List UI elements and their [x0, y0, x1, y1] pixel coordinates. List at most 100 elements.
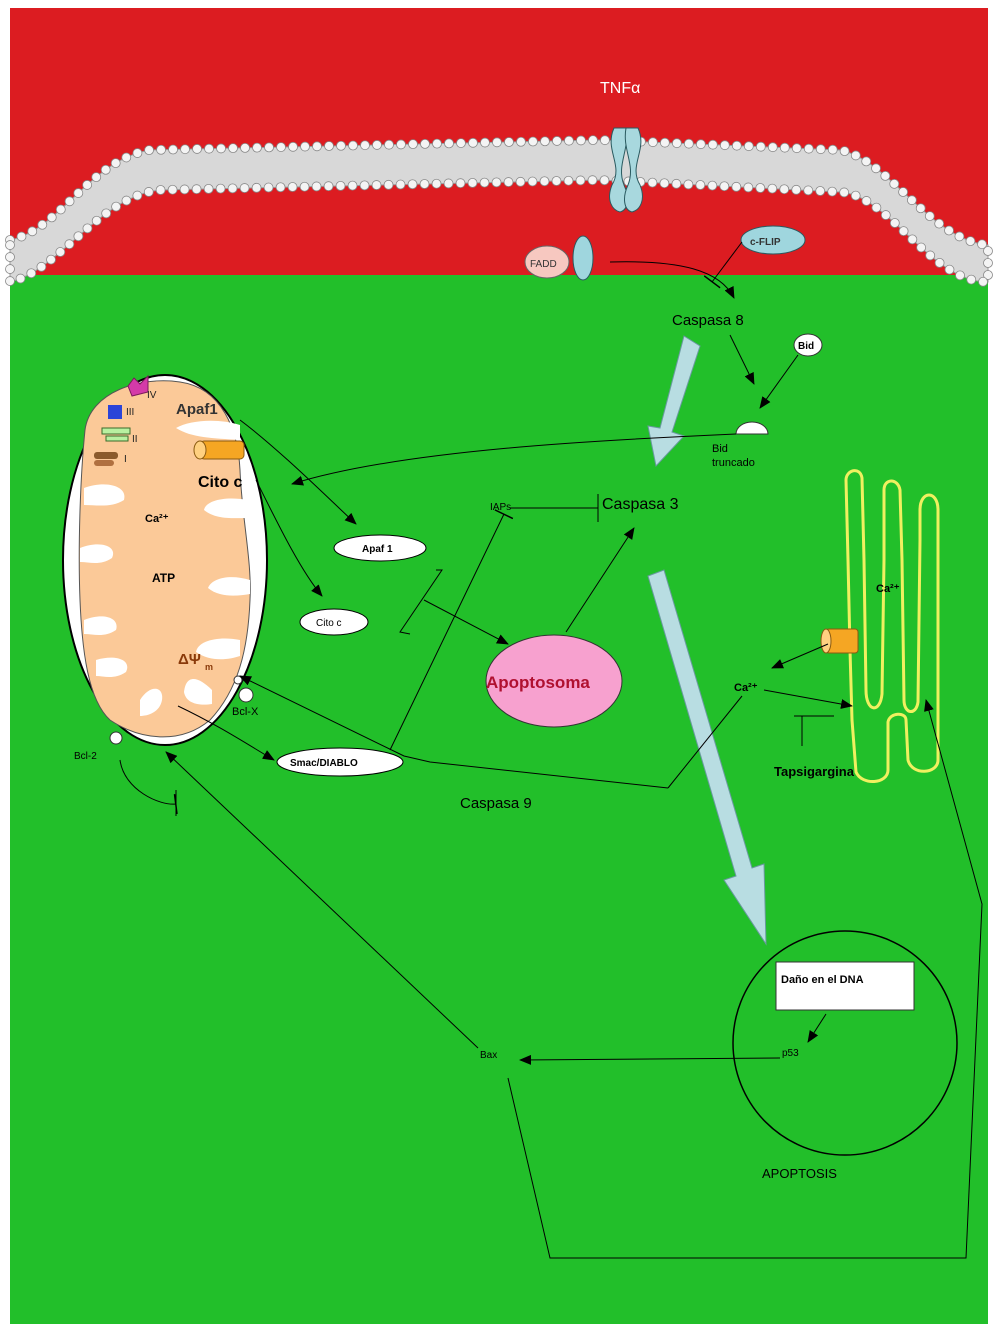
- lipid-head: [588, 176, 597, 185]
- lipid-head: [780, 185, 789, 194]
- complex-i-icon: [94, 452, 118, 459]
- lipid-head: [360, 181, 369, 190]
- lipid-head: [840, 147, 849, 156]
- lipid-head: [17, 232, 26, 241]
- lipid-head: [792, 185, 801, 194]
- lipid-head: [265, 143, 274, 152]
- delta-psi-label: ΔΨ: [178, 651, 201, 668]
- lipid-head: [955, 232, 964, 241]
- lipid-head: [92, 173, 101, 182]
- lipid-head: [229, 144, 238, 153]
- complex-i-label: I: [124, 454, 127, 465]
- lipid-head: [156, 185, 165, 194]
- lipid-head: [756, 184, 765, 193]
- lipid-head: [83, 180, 92, 189]
- lipid-head: [313, 142, 322, 151]
- lipid-head: [926, 251, 935, 260]
- lipid-head: [648, 138, 657, 147]
- lipid-head: [372, 140, 381, 149]
- lipid-head: [6, 277, 15, 286]
- lipid-head: [672, 139, 681, 148]
- lipid-head: [881, 211, 890, 220]
- lipid-head: [288, 182, 297, 191]
- lipid-head: [908, 235, 917, 244]
- lipid-head: [65, 197, 74, 206]
- lipid-head: [696, 140, 705, 149]
- lipid-head: [925, 212, 934, 221]
- ca-mito-label: Ca²⁺: [145, 513, 169, 525]
- lipid-head: [828, 145, 837, 154]
- caspasa-3-label: Caspasa 3: [602, 496, 679, 513]
- lipid-head: [979, 277, 988, 286]
- lipid-head: [348, 181, 357, 190]
- lipid-head: [672, 179, 681, 188]
- bid-label: Bid: [798, 341, 814, 352]
- lipid-head: [102, 209, 111, 218]
- complex-iii-label: III: [126, 407, 134, 418]
- lipid-head: [504, 138, 513, 147]
- lipid-head: [516, 137, 525, 146]
- lipid-head: [890, 179, 899, 188]
- bid-truncado-label-1: Bid: [712, 443, 728, 455]
- atp-label: ATP: [152, 571, 175, 585]
- fadd-label: FADD: [530, 259, 557, 270]
- lipid-head: [192, 185, 201, 194]
- lipid-head: [47, 255, 56, 264]
- lipid-head: [169, 145, 178, 154]
- mito-channel-end-icon: [194, 441, 206, 459]
- lipid-head: [56, 248, 65, 257]
- lipid-head: [600, 136, 609, 145]
- lipid-head: [899, 227, 908, 236]
- lipid-head: [47, 213, 56, 222]
- lipid-head: [253, 143, 262, 152]
- lipid-head: [862, 196, 871, 205]
- lipid-head: [907, 196, 916, 205]
- lipid-head: [945, 265, 954, 274]
- lipid-head: [871, 164, 880, 173]
- lipid-head: [540, 177, 549, 186]
- lipid-head: [564, 136, 573, 145]
- complex-iii-icon: [108, 405, 122, 419]
- lipid-head: [228, 184, 237, 193]
- lipid-head: [101, 165, 110, 174]
- lipid-head: [276, 183, 285, 192]
- lipid-head: [890, 218, 899, 227]
- lipid-head: [37, 262, 46, 271]
- lipid-head: [828, 187, 837, 196]
- lipid-head: [384, 180, 393, 189]
- complex-ii-icon: [102, 428, 130, 434]
- lipid-head: [300, 182, 309, 191]
- lipid-head: [792, 144, 801, 153]
- lipid-head: [720, 182, 729, 191]
- bcl2-label: Bcl-2: [74, 751, 97, 762]
- lipid-head: [193, 144, 202, 153]
- complex-iv-label: IV: [147, 390, 157, 401]
- lipid-head: [804, 186, 813, 195]
- lipid-head: [984, 246, 993, 255]
- lipid-head: [935, 219, 944, 228]
- lipid-head: [528, 137, 537, 146]
- lipid-head: [145, 146, 154, 155]
- tnf-alpha-label: TNFα: [600, 80, 640, 97]
- lipid-head: [301, 142, 310, 151]
- lipid-head: [816, 187, 825, 196]
- lipid-head: [492, 138, 501, 147]
- lipid-head: [552, 176, 561, 185]
- caspasa-9-label: Caspasa 9: [460, 795, 532, 812]
- bcl2-node: [110, 732, 122, 744]
- dano-dna-label: Daño en el DNA: [781, 974, 864, 986]
- lipid-head: [708, 181, 717, 190]
- mito-channel-icon: [200, 441, 244, 459]
- lipid-head: [732, 141, 741, 150]
- lipid-head: [240, 184, 249, 193]
- tapsigargina-label: Tapsigargina: [774, 764, 855, 779]
- lipid-head: [648, 178, 657, 187]
- lipid-head: [564, 176, 573, 185]
- lipid-head: [432, 179, 441, 188]
- lipid-head: [92, 216, 101, 225]
- lipid-head: [600, 176, 609, 185]
- lipid-head: [83, 224, 92, 233]
- lipid-head: [372, 181, 381, 190]
- complex-ii-icon-2: [106, 436, 128, 441]
- lipid-head: [540, 137, 549, 146]
